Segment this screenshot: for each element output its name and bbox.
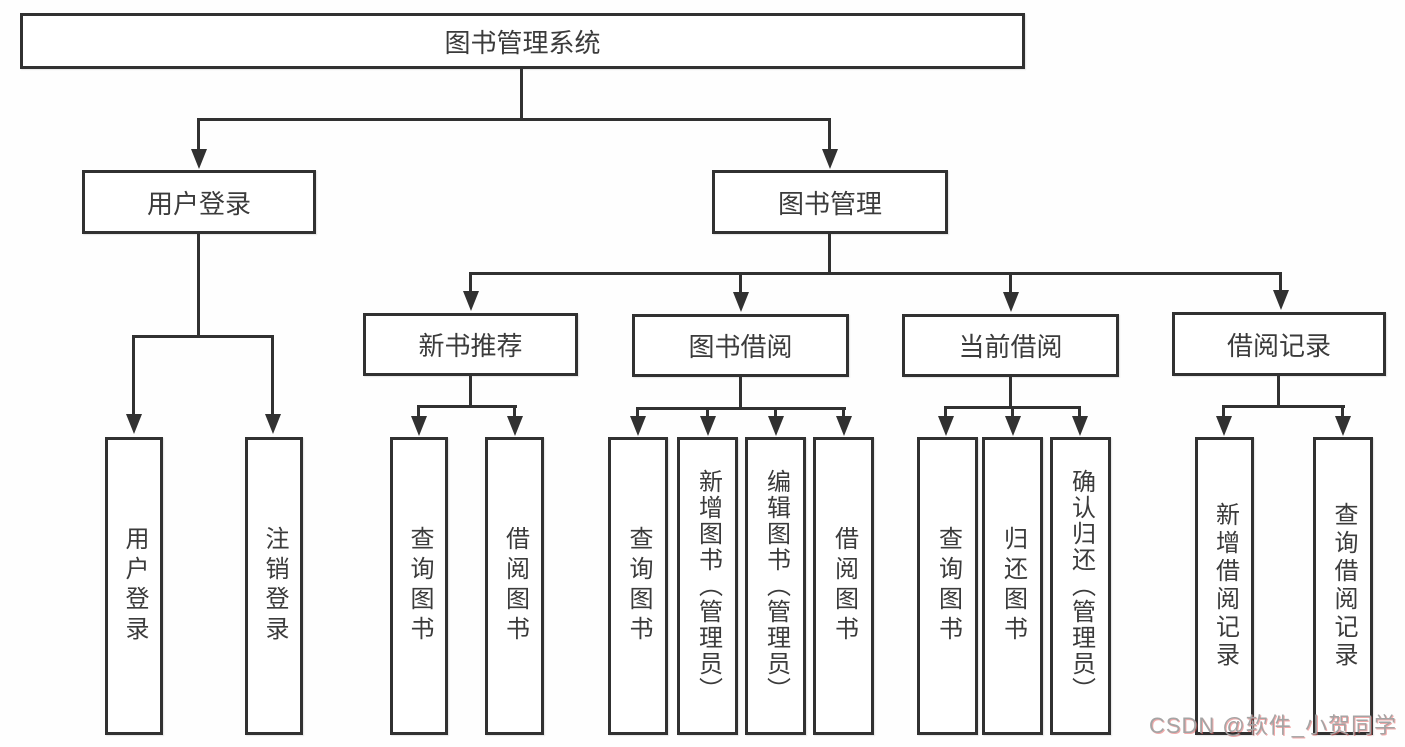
connector-line (197, 118, 200, 150)
leaf-borrow-books-recommend: 借阅图书 (485, 437, 544, 735)
leaf-user-login: 用户登录 (105, 437, 163, 735)
connector-line (828, 118, 831, 150)
leaf-confirm-return-admin: 确认归还（管理员） (1050, 437, 1111, 735)
arrow-head (1273, 290, 1289, 310)
leaf-label: 用户登录 (121, 526, 148, 646)
node-label: 借阅记录 (1226, 330, 1331, 361)
arrow-head (630, 416, 646, 436)
arrow-head (191, 149, 207, 169)
connector-line (271, 335, 274, 415)
leaf-label: 确认归还（管理员） (1067, 469, 1095, 703)
leaf-label: 查询图书 (625, 526, 652, 646)
connector-line (469, 376, 472, 408)
node-new-book-recommend: 新书推荐 (363, 313, 578, 376)
node-current-borrow: 当前借阅 (902, 314, 1119, 377)
connector-line (706, 407, 709, 417)
connector-line (636, 407, 846, 410)
arrow-head (700, 416, 716, 436)
arrow-head (938, 416, 954, 436)
leaf-logout-login: 注销登录 (245, 437, 303, 735)
leaf-edit-books-admin: 编辑图书（管理员） (745, 437, 806, 735)
connector-line (739, 272, 742, 292)
arrow-head (1335, 416, 1351, 436)
connector-line (1009, 272, 1012, 292)
node-book-borrow: 图书借阅 (632, 314, 849, 377)
connector-line (417, 405, 420, 417)
node-label: 新书推荐 (418, 331, 523, 361)
arrow-head (1003, 292, 1019, 312)
connector-line (197, 234, 200, 335)
leaf-query-books-current: 查询图书 (917, 437, 978, 735)
connector-line (1222, 405, 1345, 408)
connector-line (197, 118, 831, 121)
arrow-head (836, 416, 852, 436)
connector-line (1222, 405, 1225, 417)
leaf-label: 查询借阅记录 (1330, 502, 1357, 670)
node-root-label: 图书管理系统 (444, 27, 601, 58)
connector-line (636, 407, 639, 417)
connector-line (132, 335, 135, 415)
leaf-label: 编辑图书（管理员） (762, 469, 790, 703)
arrow-head (507, 416, 523, 436)
leaf-label: 查询图书 (934, 526, 962, 646)
leaf-query-books-borrow: 查询图书 (608, 437, 668, 735)
leaf-add-books-admin: 新增图书（管理员） (677, 437, 738, 735)
node-label: 图书借阅 (688, 332, 793, 362)
connector-line (469, 272, 1282, 275)
arrow-head (733, 292, 749, 312)
node-user-login: 用户登录 (82, 170, 316, 234)
connector-line (132, 335, 274, 338)
leaf-query-books-recommend: 查询图书 (390, 437, 448, 735)
node-borrow-records: 借阅记录 (1172, 312, 1386, 376)
leaf-label: 借阅图书 (501, 526, 529, 646)
arrow-head (768, 416, 784, 436)
leaf-label: 归还图书 (999, 526, 1027, 646)
connector-line (520, 68, 523, 121)
arrow-head (822, 149, 838, 169)
connector-line (1277, 376, 1280, 407)
leaf-label: 借阅图书 (830, 526, 858, 646)
connector-line (513, 405, 516, 417)
leaf-query-borrow-record: 查询借阅记录 (1313, 437, 1373, 735)
leaf-return-books: 归还图书 (982, 437, 1043, 735)
arrow-head (126, 414, 142, 434)
connector-line (1011, 406, 1014, 417)
leaf-add-borrow-record: 新增借阅记录 (1195, 437, 1254, 735)
arrow-head (1072, 416, 1088, 436)
arrow-head (463, 291, 479, 311)
arrow-head (265, 414, 281, 434)
connector-line (1279, 272, 1282, 292)
connector-line (1078, 406, 1081, 417)
connector-line (469, 272, 472, 292)
connector-line (1341, 405, 1344, 417)
node-book-management: 图书管理 (712, 170, 948, 234)
node-label: 当前借阅 (958, 332, 1063, 362)
leaf-borrow-books: 借阅图书 (813, 437, 874, 735)
connector-line (739, 377, 742, 408)
connector-line (944, 406, 947, 417)
connector-line (842, 407, 845, 417)
node-root: 图书管理系统 (20, 13, 1025, 69)
connector-line (774, 407, 777, 417)
node-label: 用户登录 (146, 188, 251, 219)
leaf-label: 新增图书（管理员） (694, 469, 722, 703)
node-label: 图书管理 (777, 188, 882, 219)
arrow-head (1005, 416, 1021, 436)
connector-line (417, 405, 517, 408)
connector-line (1009, 377, 1012, 407)
leaf-label: 注销登录 (261, 526, 288, 646)
arrow-head (411, 416, 427, 436)
arrow-head (1216, 416, 1232, 436)
connector-line (828, 234, 831, 275)
watermark: CSDN @软件_小贺同学 (1148, 713, 1397, 738)
leaf-label: 查询图书 (406, 526, 433, 646)
leaf-label: 新增借阅记录 (1211, 502, 1239, 670)
